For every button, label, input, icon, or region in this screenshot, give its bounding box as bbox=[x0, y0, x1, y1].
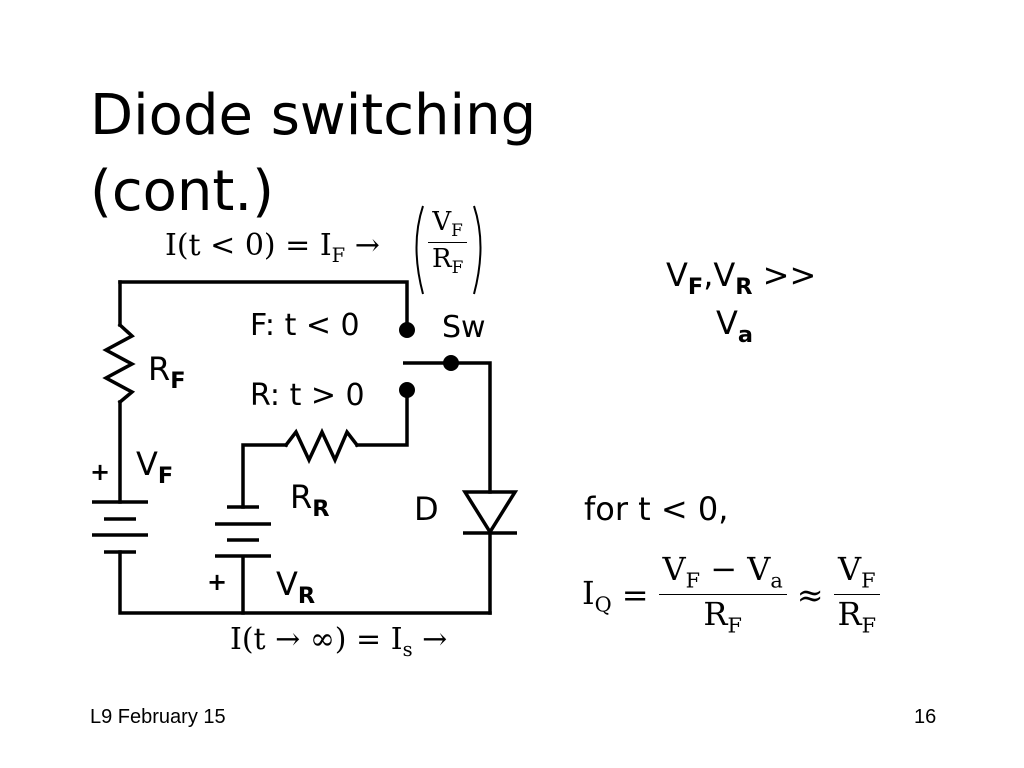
battery-vr bbox=[215, 505, 271, 558]
switch-r-label: R: t > 0 bbox=[250, 378, 365, 413]
frac1-minus: − V bbox=[700, 550, 771, 588]
vf-label-sub: F bbox=[157, 462, 174, 489]
iq-fraction-2: VF RF bbox=[834, 550, 881, 638]
iq-formula: IQ = VF − Va RF ≈ VF RF bbox=[582, 550, 881, 638]
iq-equals: = bbox=[621, 575, 649, 614]
rr-label-sub: R bbox=[312, 495, 330, 522]
if-arrow: → bbox=[354, 228, 380, 263]
cond-va-sub: a bbox=[737, 321, 753, 348]
if-frac-den-sub: F bbox=[451, 256, 464, 277]
frac1-num-sub: F bbox=[685, 568, 701, 593]
frac2-num-sub: F bbox=[861, 568, 876, 593]
is-arrow: → bbox=[422, 622, 448, 657]
iq-approx: ≈ bbox=[796, 575, 824, 614]
footer-left: L9 February 15 bbox=[90, 706, 226, 728]
title-line-1: Diode switching bbox=[90, 83, 537, 148]
diode-label: D bbox=[414, 490, 439, 528]
cond-gt: >> bbox=[752, 256, 817, 294]
iq-sub: Q bbox=[594, 591, 612, 616]
vr-label-main: V bbox=[276, 565, 298, 603]
battery-vf bbox=[92, 500, 148, 554]
rf-label-main: R bbox=[148, 350, 171, 388]
resistor-rf bbox=[102, 322, 136, 405]
rr-label: RR bbox=[290, 478, 329, 522]
if-frac-num-sub: F bbox=[451, 219, 463, 240]
wire-top bbox=[118, 280, 409, 324]
cond-v2-sub: R bbox=[735, 273, 753, 300]
is-equation: I(t → ∞) = Is → bbox=[230, 622, 447, 661]
slide-title: Diode switching (cont.) bbox=[90, 78, 536, 230]
frac2-num: V bbox=[838, 550, 862, 588]
switch-contact-r bbox=[399, 382, 415, 398]
vf-label-main: V bbox=[136, 445, 158, 483]
if-fraction: VF RF bbox=[428, 208, 467, 276]
wire-right bbox=[449, 361, 492, 494]
switch-common bbox=[443, 355, 459, 371]
frac2-den: R bbox=[837, 595, 862, 634]
paren-right bbox=[473, 205, 482, 295]
frac1-num-sub2: a bbox=[770, 568, 783, 593]
vr-label: VR bbox=[276, 565, 315, 609]
cond-v1-sub: F bbox=[687, 273, 704, 300]
iq-fraction-1: VF − Va RF bbox=[658, 550, 787, 638]
if-equation-sub: F bbox=[331, 243, 346, 267]
switch-name: Sw bbox=[442, 310, 486, 345]
vf-label: VF bbox=[136, 445, 173, 489]
rr-label-main: R bbox=[290, 478, 313, 516]
rf-label-sub: F bbox=[170, 367, 186, 394]
frac1-den-sub: F bbox=[727, 613, 742, 638]
frac2-den-sub: F bbox=[861, 613, 877, 638]
cond-sep: ,V bbox=[703, 256, 736, 294]
for-condition: for t < 0, bbox=[584, 490, 729, 528]
rf-label: RF bbox=[148, 350, 186, 394]
switch-f-label: F: t < 0 bbox=[250, 308, 360, 343]
is-equation-sub: s bbox=[402, 637, 413, 661]
is-equation-text: I(t → ∞) = I bbox=[230, 622, 403, 657]
title-line-2: (cont.) bbox=[90, 159, 274, 224]
wire-rr-left bbox=[241, 443, 288, 509]
paren-left bbox=[415, 205, 424, 295]
frac1-num: V bbox=[662, 550, 686, 588]
switch-contact-f bbox=[399, 322, 415, 338]
iq-term: IQ bbox=[582, 574, 612, 616]
condition-line-2: Va bbox=[716, 304, 753, 348]
condition-line-1: VF,VR >> bbox=[666, 256, 816, 300]
resistor-rr bbox=[283, 427, 360, 465]
if-frac-den: R bbox=[432, 243, 452, 274]
vr-label-sub: R bbox=[297, 582, 316, 609]
if-frac-num: V bbox=[432, 207, 452, 237]
cond-va: V bbox=[716, 304, 738, 342]
vr-plus-sign: + bbox=[207, 568, 228, 596]
page-number: 16 bbox=[914, 706, 937, 728]
frac1-den: R bbox=[703, 595, 728, 634]
if-equation-text: I(t < 0) = I bbox=[165, 228, 332, 263]
diode-symbol bbox=[461, 490, 519, 536]
wire-r-contact bbox=[355, 388, 409, 447]
cond-v1: V bbox=[666, 256, 688, 294]
wire-left-lower bbox=[118, 550, 492, 615]
iq-symbol: I bbox=[582, 573, 595, 612]
vf-plus-sign: + bbox=[90, 458, 111, 486]
if-equation: I(t < 0) = IF → bbox=[165, 228, 380, 267]
